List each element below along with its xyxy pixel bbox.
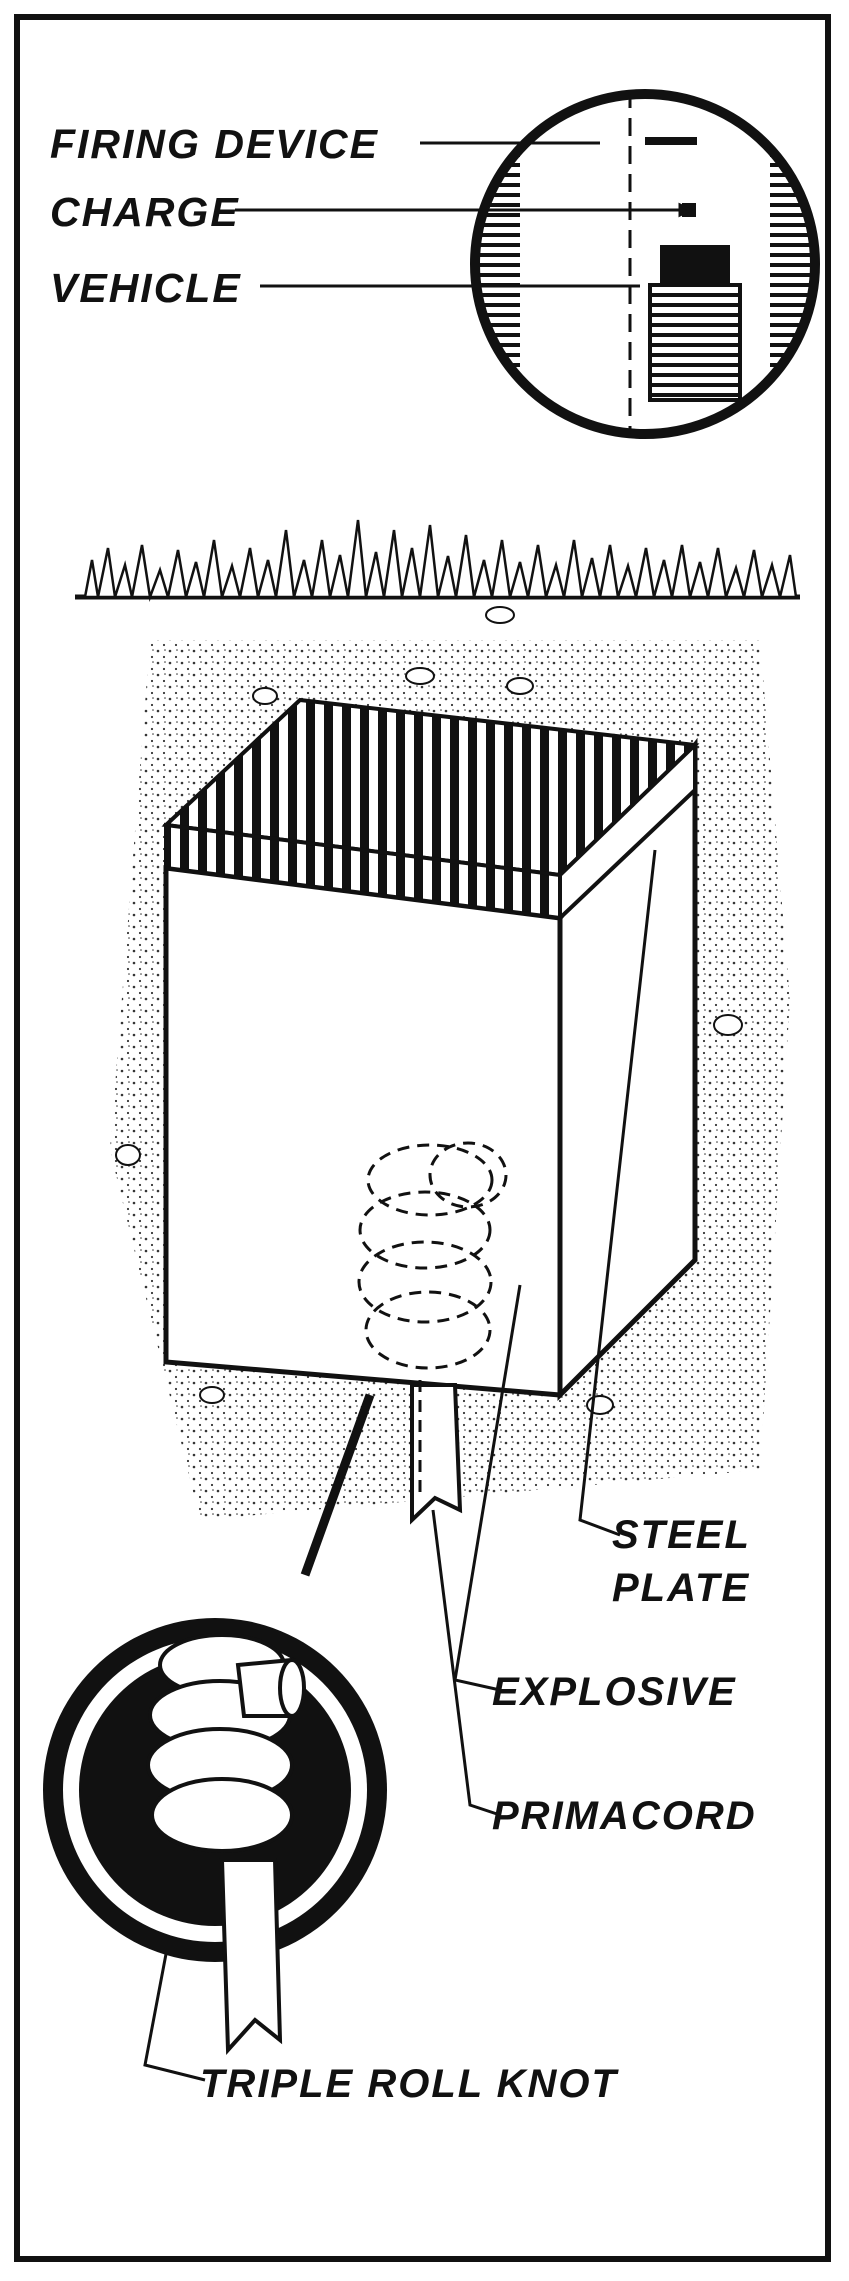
ground-surface: [75, 520, 800, 597]
label-steel: STEEL: [612, 1515, 751, 1555]
label-vehicle: VEHICLE: [50, 268, 242, 309]
primacord-cord: [412, 1380, 460, 1520]
label-charge: CHARGE: [50, 192, 240, 233]
firing-device-mark: [645, 137, 697, 145]
label-triple-roll-knot: TRIPLE ROLL KNOT: [200, 2064, 618, 2104]
label-firing-device: FIRING DEVICE: [50, 124, 379, 165]
label-explosive: EXPLOSIVE: [492, 1672, 737, 1712]
vehicle-shape: [650, 245, 740, 400]
label-plate: PLATE: [612, 1568, 750, 1608]
label-primacord: PRIMACORD: [492, 1796, 757, 1836]
